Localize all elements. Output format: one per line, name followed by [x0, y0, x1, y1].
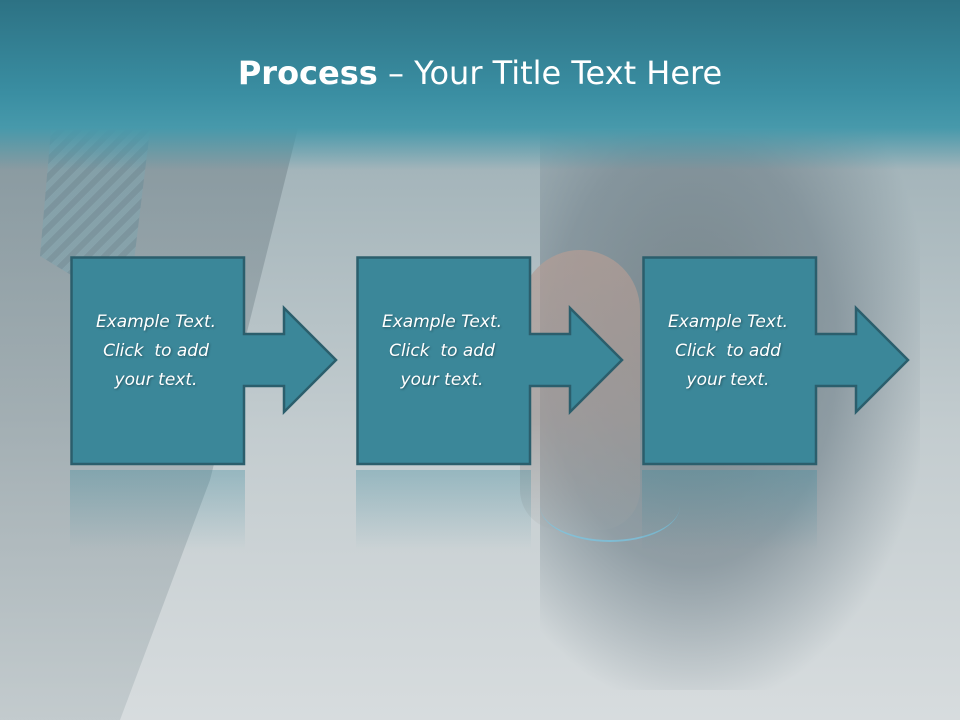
step-1-line-1: Example Text.: [95, 312, 217, 332]
step-2-line-2: Click to add: [389, 341, 495, 361]
step-3-line-3: your text.: [686, 370, 770, 390]
step-3-line-2: Click to add: [675, 341, 781, 361]
header-band: [0, 0, 960, 170]
step-2-line-1: Example Text.: [381, 312, 503, 332]
step-2-text: Example Text. Click to add your text.: [356, 308, 528, 395]
step-2-reflection: [356, 470, 531, 550]
process-step-2[interactable]: Example Text. Click to add your text.: [356, 256, 706, 468]
title-bold: Process: [237, 54, 378, 92]
step-1-line-2: Click to add: [103, 341, 209, 361]
process-step-3[interactable]: Example Text. Click to add your text.: [642, 256, 952, 468]
title-rest: – Your Title Text Here: [377, 54, 723, 92]
step-2-arrow-shape: [356, 256, 624, 466]
step-3-text: Example Text. Click to add your text.: [642, 308, 814, 395]
step-1-arrow-shape: [70, 256, 338, 466]
step-1-reflection: [70, 470, 245, 550]
slide-title[interactable]: Process – Your Title Text Here: [0, 54, 960, 92]
background-glow: [540, 470, 680, 542]
step-3-line-1: Example Text.: [667, 312, 789, 332]
step-3-arrow-shape: [642, 256, 910, 466]
step-1-line-3: your text.: [114, 370, 198, 390]
step-3-reflection: [642, 470, 817, 550]
step-1-text: Example Text. Click to add your text.: [70, 308, 242, 395]
step-2-line-3: your text.: [400, 370, 484, 390]
process-step-1[interactable]: Example Text. Click to add your text.: [70, 256, 420, 468]
